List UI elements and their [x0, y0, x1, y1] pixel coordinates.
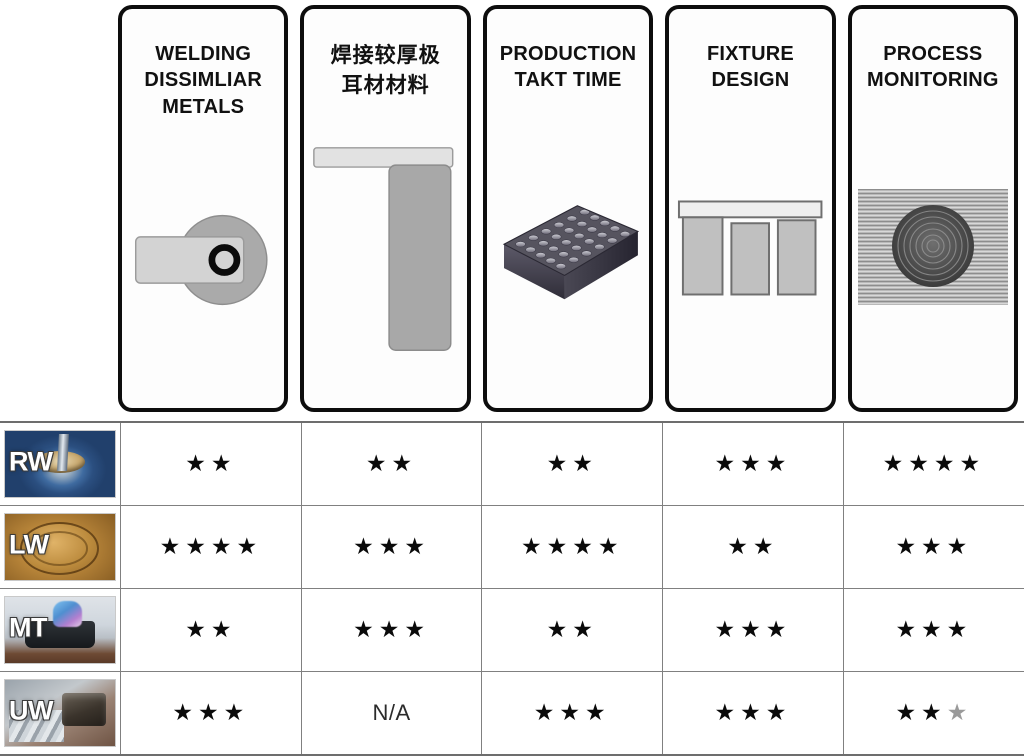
- star-rating: ★★★★: [159, 533, 263, 559]
- rating-lw-fixture-design[interactable]: ★★: [662, 505, 844, 589]
- rating-mt-welding-dissimilar-metals[interactable]: ★★: [120, 588, 302, 672]
- criteria-card-welding-dissimilar-metals[interactable]: WELDING DISSIMLIAR METALS: [118, 5, 289, 412]
- rating-lw-process-monitoring[interactable]: ★★★: [842, 505, 1024, 589]
- rating-uw-process-monitoring[interactable]: ★★★: [842, 671, 1024, 756]
- star-rating: ★★★: [533, 699, 611, 725]
- welding-process-comparison-matrix: RW ★★ ★★ ★★ ★★★ ★★★★: [0, 421, 1024, 756]
- criteria-figure-thick-tab-t-joint: [310, 101, 460, 400]
- process-code: RW: [9, 446, 53, 477]
- star-rating: ★★: [546, 450, 598, 476]
- laser-welding-seam-icon: [5, 514, 115, 580]
- process-thumbnail-rw: RW: [4, 430, 116, 498]
- rating-rw-fixture-design[interactable]: ★★★: [662, 421, 844, 506]
- rating-mt-production-takt-time[interactable]: ★★: [481, 588, 664, 672]
- star-rating: ★★★: [714, 616, 792, 642]
- micro-tig-torch-icon: [5, 597, 115, 663]
- header-corner-spacer: [0, 0, 112, 420]
- table-row: UW ★★★ N/A ★★★ ★★★ ★★★: [0, 671, 1024, 756]
- criteria-card-process-monitoring[interactable]: PROCESS MONITORING: [847, 5, 1019, 412]
- star-rating: ★★: [185, 450, 237, 476]
- not-applicable-label: N/A: [372, 700, 411, 725]
- criteria-title: PROCESS MONITORING: [867, 43, 999, 92]
- rating-lw-production-takt-time[interactable]: ★★★★: [481, 505, 664, 589]
- criteria-figure-clamping-fixture: [675, 94, 825, 400]
- rating-mt-process-monitoring[interactable]: ★★★: [842, 588, 1024, 672]
- rating-rw-process-monitoring[interactable]: ★★★★: [842, 421, 1024, 506]
- criteria-title: PRODUCTION TAKT TIME: [499, 43, 637, 92]
- criteria-figure-weld-spot-micrograph: [857, 94, 1008, 400]
- star-rating: ★★: [727, 533, 779, 559]
- star-rating: ★★: [365, 450, 418, 476]
- ultrasonic-welder-icon: [5, 680, 115, 746]
- star-rating: ★★★: [714, 450, 792, 476]
- star-rating-filled: ★★: [895, 699, 947, 725]
- star-rating: ★★★: [895, 699, 972, 725]
- table-row: RW ★★ ★★ ★★ ★★★ ★★★★: [0, 421, 1024, 506]
- rating-uw-thick-tab-material[interactable]: N/A: [300, 671, 483, 756]
- criteria-figure-battery-module: [493, 94, 643, 400]
- rating-rw-welding-dissimilar-metals[interactable]: ★★: [120, 421, 302, 506]
- star-rating: ★★: [546, 616, 598, 642]
- rating-lw-thick-tab-material[interactable]: ★★★: [300, 505, 483, 589]
- rating-uw-welding-dissimilar-metals[interactable]: ★★★: [120, 671, 302, 756]
- rating-rw-production-takt-time[interactable]: ★★: [481, 421, 664, 506]
- criteria-figure-dissimilar-metal-lap-joint: [128, 120, 278, 400]
- table-row: LW ★★★★ ★★★ ★★★★ ★★ ★★★: [0, 505, 1024, 589]
- resistance-welding-electrode-icon: [5, 431, 115, 497]
- rating-uw-production-takt-time[interactable]: ★★★: [481, 671, 664, 756]
- process-thumbnail-lw: LW: [4, 513, 116, 581]
- dissimilar-metal-lap-joint-icon: [134, 215, 268, 306]
- criteria-title: 焊接较厚极 耳材材料: [330, 44, 441, 97]
- rating-mt-fixture-design[interactable]: ★★★: [662, 588, 844, 672]
- process-code: MT: [9, 612, 47, 643]
- star-rating: ★★★: [353, 616, 430, 642]
- row-label-rw[interactable]: RW: [0, 421, 121, 506]
- row-label-mt[interactable]: MT: [0, 588, 121, 672]
- row-label-lw[interactable]: LW: [0, 505, 121, 589]
- criteria-card-fixture-design[interactable]: FIXTURE DESIGN: [665, 5, 836, 412]
- star-rating: ★★★: [172, 699, 250, 725]
- star-rating: ★★★★: [882, 450, 986, 476]
- cylindrical-cell-battery-module-icon: [502, 205, 639, 300]
- star-rating: ★★★★: [520, 533, 624, 559]
- criteria-header-strip: WELDING DISSIMLIAR METALS 焊接较厚极 耳材材料 PRO…: [0, 0, 1019, 420]
- star-rating: ★★★: [895, 616, 973, 642]
- criteria-title: WELDING DISSIMLIAR METALS: [144, 43, 262, 118]
- row-label-uw[interactable]: UW: [0, 671, 121, 756]
- thick-tab-t-joint-icon: [313, 147, 454, 352]
- rating-mt-thick-tab-material[interactable]: ★★★: [300, 588, 483, 672]
- rating-lw-welding-dissimilar-metals[interactable]: ★★★★: [120, 505, 302, 589]
- rating-uw-fixture-design[interactable]: ★★★: [662, 671, 844, 756]
- table-row: MT ★★ ★★★ ★★ ★★★ ★★★: [0, 588, 1024, 672]
- criteria-title: FIXTURE DESIGN: [706, 43, 794, 92]
- process-thumbnail-mt: MT: [4, 596, 116, 664]
- star-rating: ★★★: [714, 699, 792, 725]
- process-code: UW: [9, 695, 53, 726]
- criteria-card-production-takt-time[interactable]: PRODUCTION TAKT TIME: [482, 5, 654, 412]
- star-rating-dim: ★: [946, 699, 973, 725]
- star-rating: ★★★: [353, 533, 430, 559]
- process-code: LW: [9, 529, 49, 560]
- rating-rw-thick-tab-material[interactable]: ★★: [300, 421, 483, 506]
- criteria-card-thick-tab-material[interactable]: 焊接较厚极 耳材材料: [300, 5, 471, 412]
- star-rating: ★★★: [895, 533, 973, 559]
- clamping-fixture-icon: [678, 200, 823, 296]
- weld-spot-micrograph-icon: [857, 188, 1008, 305]
- star-rating: ★★: [185, 616, 237, 642]
- process-thumbnail-uw: UW: [4, 679, 116, 747]
